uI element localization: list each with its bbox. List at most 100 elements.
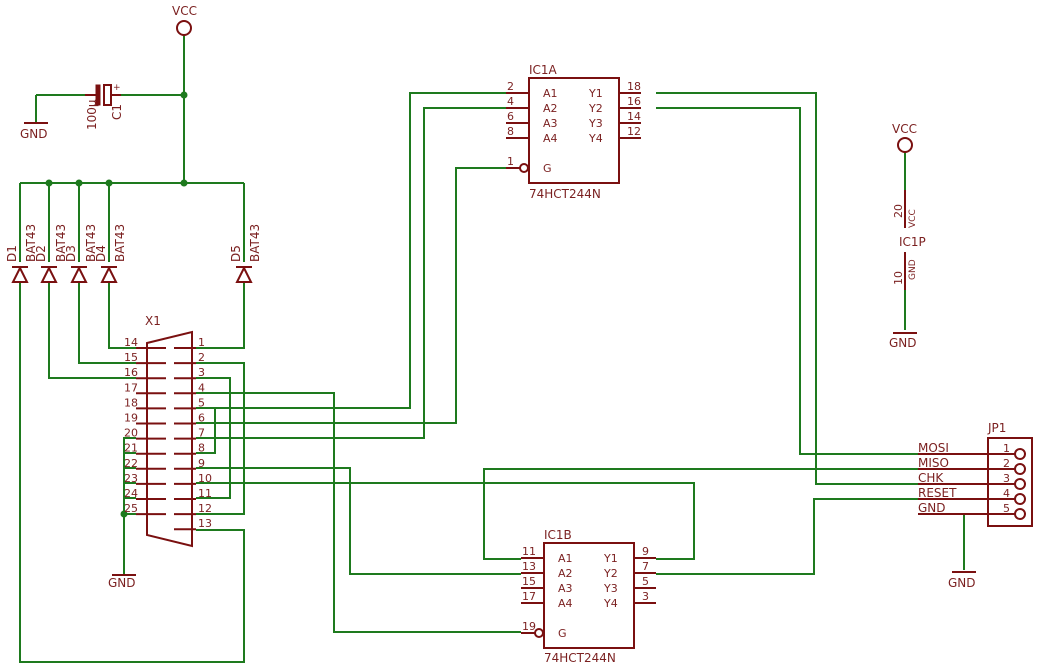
jp1-pin-number: 5: [1003, 502, 1010, 515]
d1-label: D1: [5, 245, 19, 262]
x1-pin-number: 10: [198, 472, 212, 485]
ic-pin-number: 8: [507, 125, 514, 138]
ic-pin-number: 18: [627, 80, 641, 93]
x1-pin-number: 7: [198, 427, 205, 440]
ic-pin-number: 15: [522, 575, 536, 588]
ic-pin-label: A3: [543, 117, 558, 130]
gnd-c1-label: GND: [20, 127, 48, 141]
jp1-label: JP1: [987, 421, 1006, 435]
x1-pin-number: 3: [198, 366, 205, 379]
ic-pin-number: 14: [627, 110, 641, 123]
c1-name-label: C1: [110, 104, 124, 120]
ic-pin-number: 2: [507, 80, 514, 93]
d4-part-label: BAT43: [113, 224, 127, 262]
gnd-symbol-x1: GND: [108, 574, 136, 590]
x1-pin-number: 22: [124, 457, 138, 470]
diode-d5: D5 BAT43: [229, 224, 262, 283]
jp1-signal-label: CHK: [918, 471, 944, 485]
jp1-pin-number: 1: [1003, 442, 1010, 455]
x1-pin-number: 11: [198, 487, 212, 500]
ic-pin-number: 3: [642, 590, 649, 603]
x1-pin-number: 16: [124, 366, 138, 379]
ic1b-label: IC1B: [544, 528, 572, 542]
x1-pin-number: 9: [198, 457, 205, 470]
x1-pin-number: 25: [124, 502, 138, 515]
d3-part-label: BAT43: [84, 224, 98, 262]
ic-pin-label: A2: [543, 102, 558, 115]
ic1a-label: IC1A: [529, 63, 558, 77]
diode-d4: D4 BAT43: [94, 224, 127, 283]
ic-ic1p-power: IC1P VCC GND 20 10: [892, 190, 926, 290]
ic-pin-label: A4: [543, 132, 558, 145]
gnd-symbol-right: GND: [889, 332, 917, 350]
vcc-top-label: VCC: [172, 4, 197, 18]
ic-pin-label: Y2: [603, 567, 618, 580]
x1-pin-number: 5: [198, 396, 205, 409]
ic-ic1b: IC1B 74HCT244N 11A113A215A317A49Y17Y25Y3…: [521, 528, 656, 665]
x1-pin-number: 17: [124, 381, 138, 394]
x1-pin-number: 24: [124, 487, 138, 500]
jp1-pins: 1 MOSI 2 MISO 3 CHK 4 RESET 5 GND: [918, 441, 1026, 520]
d2-label: D2: [34, 245, 48, 262]
ic1p-gnd-label: GND: [908, 259, 918, 280]
ic-pin-number: 4: [507, 95, 514, 108]
x1-label: X1: [145, 314, 161, 328]
gnd-x1-label: GND: [108, 576, 136, 590]
ic1p-pin20-label: 20: [892, 204, 905, 218]
ic-pin-label: A1: [543, 87, 558, 100]
ic-pin-label: A4: [558, 597, 573, 610]
x1-pin-number: 12: [198, 502, 212, 515]
ic-pin-number: 7: [642, 560, 649, 573]
ic1p-pin10-label: 10: [892, 271, 905, 285]
vcc-symbol-top: VCC: [172, 4, 197, 36]
ic-pin-number: 12: [627, 125, 641, 138]
jp1-signal-label: GND: [918, 501, 946, 515]
x1-pin-number: 4: [198, 381, 205, 394]
ic1b-part-label: 74HCT244N: [544, 651, 616, 665]
x1-pin-number: 6: [198, 412, 205, 425]
ic-pin-label: Y4: [588, 132, 603, 145]
ic1a-part-label: 74HCT244N: [529, 187, 601, 201]
connector-x1: X1 1415161718192021222324251234567891011…: [124, 314, 212, 548]
jp1-pin-number: 2: [1003, 457, 1010, 470]
gnd-symbol-jp1: GND: [948, 571, 976, 590]
jp1-signal-label: RESET: [918, 486, 957, 500]
ic-pin-label: Y3: [603, 582, 618, 595]
ic-pin-number: 19: [522, 620, 536, 633]
gnd-jp1-label: GND: [948, 576, 976, 590]
ic1p-label: IC1P: [899, 235, 926, 249]
vcc-right-label: VCC: [892, 122, 917, 136]
junctions: [45, 91, 188, 518]
vcc-symbol-right: VCC: [892, 122, 917, 153]
ic-pin-number: 11: [522, 545, 536, 558]
ic-pin-label: Y2: [588, 102, 603, 115]
jp1-pin-number: 3: [1003, 472, 1010, 485]
ic-pin-label: G: [558, 627, 567, 640]
c1-value-label: 100µ: [85, 99, 99, 130]
jp1-signal-label: MISO: [918, 456, 949, 470]
ic-pin-label: Y3: [588, 117, 603, 130]
wires: [19, 35, 1010, 663]
jp1-pin-number: 4: [1003, 487, 1010, 500]
ic-pin-label: Y1: [588, 87, 603, 100]
diode-d2: D2 BAT43: [34, 224, 68, 283]
ic-pin-label: A1: [558, 552, 573, 565]
ic-pin-number: 5: [642, 575, 649, 588]
ic-pin-label: A3: [558, 582, 573, 595]
d5-part-label: BAT43: [248, 224, 262, 262]
x1-pin-number: 1: [198, 336, 205, 349]
gnd-symbol-c1: GND: [20, 122, 48, 141]
diode-d1: D1 BAT43: [5, 224, 38, 283]
ic-pin-number: 6: [507, 110, 514, 123]
d3-label: D3: [64, 245, 78, 262]
ic-pin-label: G: [543, 162, 552, 175]
ic-pin-number: 16: [627, 95, 641, 108]
ic1p-vcc-label: VCC: [908, 209, 918, 228]
x1-pin-number: 2: [198, 351, 205, 364]
jp1-signal-label: MOSI: [918, 441, 949, 455]
x1-pin-number: 23: [124, 472, 138, 485]
